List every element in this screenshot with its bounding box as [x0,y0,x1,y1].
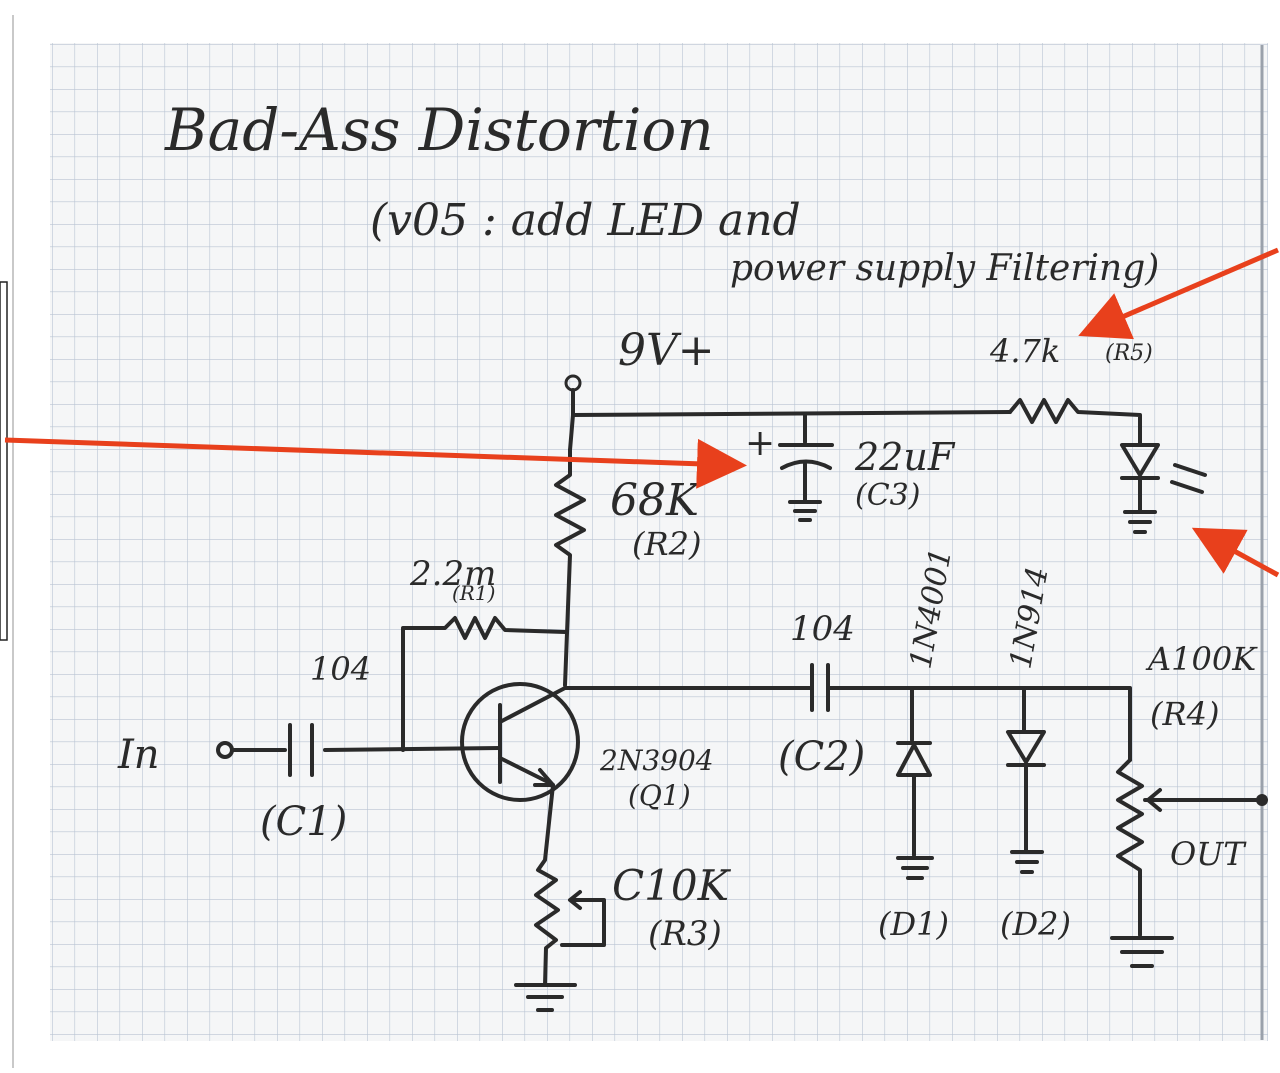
graph-grid [50,43,1268,1041]
arrow-to-c3-polarity [4,437,747,489]
arrow-to-led [1191,527,1280,578]
d1-ref: (D1) [878,905,949,943]
c2-ref: (C2) [778,734,865,780]
supply-label: 9V+ [618,325,715,376]
output-label: OUT [1170,835,1247,873]
diagram-title: Bad-Ass Distortion [164,96,714,164]
output-terminal [1256,794,1268,806]
annotation-arrows [4,247,1280,578]
input-label: In [117,732,160,778]
r3-ref: (R3) [648,914,722,954]
r1-value: 2.2m [409,554,496,594]
r1-ref: (R1) [452,581,495,605]
c3-polarity: + [745,423,775,464]
wires [216,388,1264,1012]
r4-ref: (R4) [1150,695,1219,733]
c3-ref: (C3) [855,478,920,513]
q1-value: 2N3904 [599,744,714,777]
diagram-subtitle-line1: (v05 : add LED and [370,195,801,246]
diagram-subtitle-line2: power supply Filtering) [730,248,1159,289]
r5-value: 4.7k [989,332,1060,370]
c2-value: 104 [790,609,855,649]
r5-ref: (R5) [1105,341,1153,366]
r3-value: C10K [612,861,732,910]
r4-value: A100K [1145,640,1258,678]
d2-ref: (D2) [1000,905,1071,943]
c1-ref: (C1) [260,799,347,845]
r2-ref: (R2) [632,525,701,563]
arrow-to-r5 [1078,247,1279,340]
c1-value: 104 [310,650,371,688]
q1-ref: (Q1) [628,779,691,812]
r2-value: 68K [610,475,701,526]
callout-box [0,281,8,641]
c3-value: 22uF [854,435,956,479]
